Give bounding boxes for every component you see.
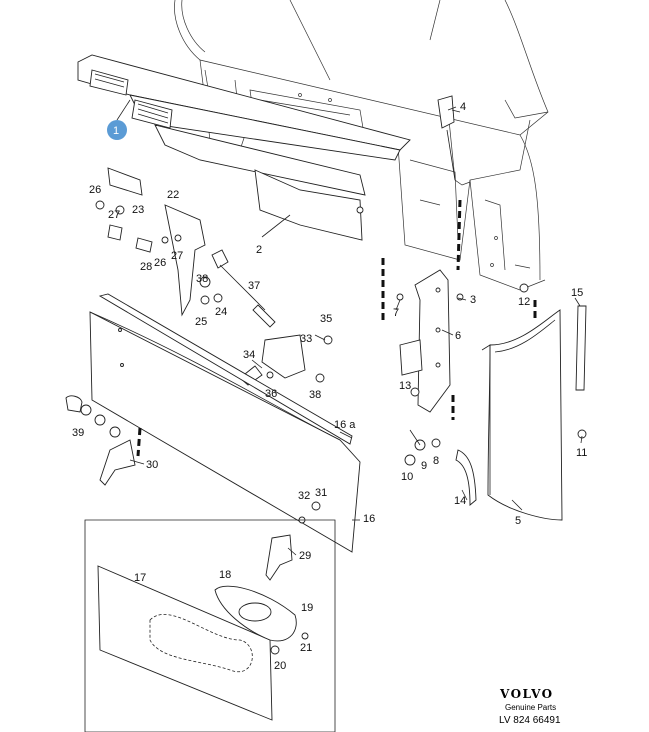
label-part-23: 23 <box>132 204 144 216</box>
label-part-21: 21 <box>300 642 312 654</box>
gas-strut <box>199 249 276 328</box>
label-part-16: 16 <box>363 513 375 525</box>
label-part-28: 28 <box>140 261 152 273</box>
label-part-25: 25 <box>195 316 207 328</box>
label-part-10: 10 <box>401 471 413 483</box>
label-part-29: 29 <box>299 550 311 562</box>
label-part-14: 14 <box>454 495 466 507</box>
label-part-31: 31 <box>315 487 327 499</box>
latch-29 <box>265 534 293 581</box>
brand-subtitle: Genuine Parts <box>505 703 556 712</box>
leader-lines <box>116 99 583 556</box>
hinge-assembly-center <box>239 334 333 386</box>
label-part-6: 6 <box>455 330 461 342</box>
part-labels: 1 2 3 4 5 6 7 8 9 10 11 12 13 14 15 16 1… <box>72 101 587 672</box>
label-part-20: 20 <box>274 660 286 672</box>
corner-panel <box>404 305 587 521</box>
label-part-26-upper: 26 <box>89 184 101 196</box>
label-part-24: 24 <box>215 306 227 318</box>
label-part-8: 8 <box>433 455 439 467</box>
label-part-2: 2 <box>256 244 262 256</box>
label-part-27-lower: 27 <box>171 250 183 262</box>
hinge-assembly-left <box>95 167 206 317</box>
label-part-11: 11 <box>576 447 587 459</box>
label-part-22: 22 <box>167 189 179 201</box>
label-part-9: 9 <box>421 460 427 472</box>
label-part-34: 34 <box>243 349 255 361</box>
front-panel <box>65 293 361 553</box>
part-1-highlight <box>107 120 127 140</box>
label-part-37: 37 <box>248 280 260 292</box>
label-part-18: 18 <box>219 569 231 581</box>
brand-logo: VOLVO <box>499 687 554 701</box>
label-part-27-upper: 27 <box>108 209 120 221</box>
label-part-39: 39 <box>72 427 84 439</box>
footer-branding: VOLVO Genuine Parts LV 824 66491 <box>499 687 561 726</box>
label-part-3: 3 <box>470 294 476 306</box>
label-part-1: 1 <box>113 125 119 137</box>
label-part-4: 4 <box>460 101 466 113</box>
connector-dash-2 <box>456 199 462 271</box>
label-part-16a: 16 a <box>334 419 356 431</box>
inset-detail <box>84 519 336 732</box>
label-part-33: 33 <box>300 333 312 345</box>
connector-dash-4 <box>136 427 142 457</box>
label-part-15: 15 <box>571 287 583 299</box>
label-part-17: 17 <box>134 572 146 584</box>
hook-bracket <box>437 95 461 181</box>
label-part-30: 30 <box>146 459 158 471</box>
label-part-19: 19 <box>301 602 313 614</box>
label-part-35: 35 <box>320 313 332 325</box>
side-bracket <box>396 269 529 413</box>
label-part-32: 32 <box>298 490 310 502</box>
label-part-13: 13 <box>399 380 411 392</box>
label-part-26-lower: 26 <box>154 257 166 269</box>
label-part-38-lower: 38 <box>309 389 321 401</box>
label-part-7: 7 <box>393 307 399 319</box>
label-part-38-upper: 38 <box>196 273 208 285</box>
label-part-5: 5 <box>515 515 521 527</box>
label-part-36: 36 <box>265 388 277 400</box>
label-part-12: 12 <box>518 296 530 308</box>
grille-upper-panel <box>77 54 411 241</box>
document-code: LV 824 66491 <box>499 715 561 726</box>
